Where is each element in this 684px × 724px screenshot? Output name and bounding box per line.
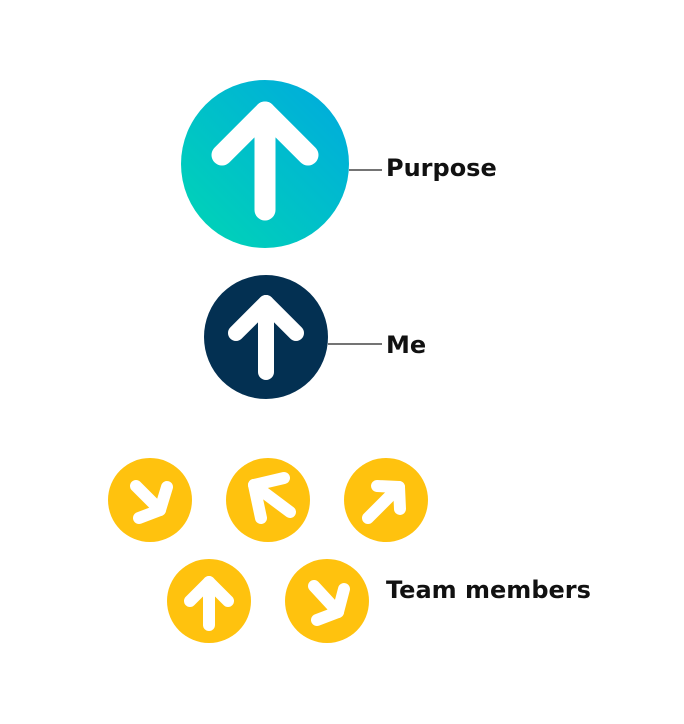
down-right-arrow-icon <box>130 480 173 524</box>
team-member-node <box>344 458 428 542</box>
up-left-arrow-icon <box>248 472 296 524</box>
up-arrow-icon <box>228 295 304 380</box>
team-member-node <box>285 559 369 643</box>
team-members-group <box>108 458 428 643</box>
up-right-arrow-icon <box>362 480 406 524</box>
me-node <box>204 275 328 399</box>
purpose-node <box>181 80 349 248</box>
purpose-label: Purpose <box>386 154 497 182</box>
team-member-node <box>167 559 251 643</box>
up-arrow-icon <box>211 101 319 221</box>
team-member-node <box>226 458 310 542</box>
team-member-node <box>108 458 192 542</box>
up-arrow-icon <box>184 576 234 631</box>
team-members-label: Team members <box>386 576 591 604</box>
me-label: Me <box>386 331 427 359</box>
down-right-arrow-icon <box>308 580 350 626</box>
